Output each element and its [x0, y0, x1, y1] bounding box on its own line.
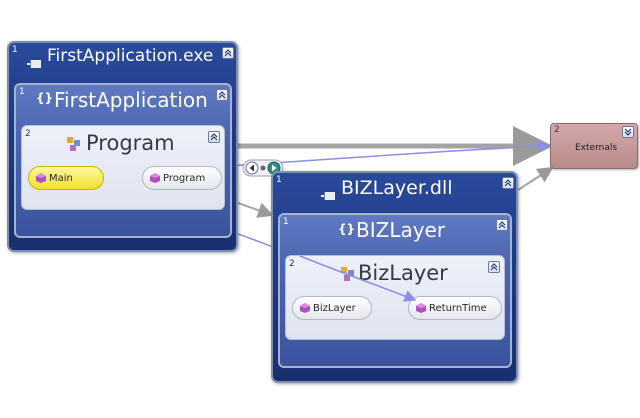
namespace-braces-icon: {}	[338, 222, 356, 236]
class-number: 2	[289, 259, 295, 269]
dependency-link-dll-to-externals[interactable]	[517, 166, 554, 191]
method-icon	[149, 172, 161, 184]
class-icon	[340, 266, 356, 286]
externals-node[interactable]: 2 Externals	[550, 123, 638, 169]
method-label: ReturnTime	[429, 302, 487, 314]
class-icon	[66, 136, 82, 156]
navigate-center-icon[interactable]	[260, 165, 266, 171]
assembly-icon	[321, 185, 336, 204]
collapse-chevron-icon[interactable]	[488, 261, 500, 273]
collapse-chevron-icon[interactable]	[496, 219, 508, 231]
method-icon	[415, 302, 427, 314]
namespace-bizlayer[interactable]: 1 {} BIZLayer 2 BizLayer	[278, 213, 512, 368]
class-title: Program	[86, 131, 175, 155]
namespace-title: BIZLayer	[356, 218, 446, 242]
namespace-braces-icon: {}	[36, 91, 54, 105]
assembly-first-application-exe[interactable]: 1 FirstApplication.exe 1 {} FirstApplica…	[7, 41, 238, 252]
assembly-icon	[27, 53, 42, 72]
method-main[interactable]: Main	[28, 166, 104, 190]
class-number: 2	[25, 129, 31, 139]
assembly-number: 1	[12, 45, 18, 55]
expand-chevron-icon[interactable]	[622, 126, 634, 138]
method-returntime[interactable]: ReturnTime	[408, 296, 502, 320]
class-bizlayer[interactable]: 2 BizLayer BizLayer	[285, 255, 505, 340]
namespace-number: 1	[19, 87, 25, 97]
namespace-first-application[interactable]: 1 {} FirstApplication 2 Program	[14, 83, 232, 238]
method-label: BizLayer	[313, 302, 356, 314]
collapse-chevron-icon[interactable]	[216, 89, 228, 101]
assembly-bizlayer-dll[interactable]: 1 BIZLayer.dll 1 {} BIZLayer 2 BizLayer	[271, 171, 518, 383]
method-label: Main	[49, 172, 73, 184]
link-navigator[interactable]	[242, 159, 284, 177]
method-icon	[35, 172, 47, 184]
collapse-chevron-icon[interactable]	[502, 177, 514, 189]
method-icon	[299, 302, 311, 314]
method-bizlayer[interactable]: BizLayer	[292, 296, 372, 320]
namespace-title: FirstApplication	[54, 88, 208, 112]
class-program[interactable]: 2 Program Main	[21, 125, 225, 210]
dependency-link-exe-to-dll[interactable]	[237, 202, 274, 218]
navigate-back-icon[interactable]	[245, 161, 259, 175]
collapse-chevron-icon[interactable]	[208, 131, 220, 143]
namespace-number: 1	[283, 217, 289, 227]
method-program[interactable]: Program	[142, 166, 222, 190]
collapse-chevron-icon[interactable]	[222, 47, 234, 59]
assembly-number: 1	[276, 175, 282, 185]
class-title: BizLayer	[358, 261, 448, 285]
externals-title: Externals	[575, 143, 618, 153]
assembly-title: FirstApplication.exe	[47, 46, 214, 66]
method-label: Program	[163, 172, 206, 184]
externals-number: 2	[554, 125, 560, 135]
assembly-title: BIZLayer.dll	[341, 177, 453, 199]
